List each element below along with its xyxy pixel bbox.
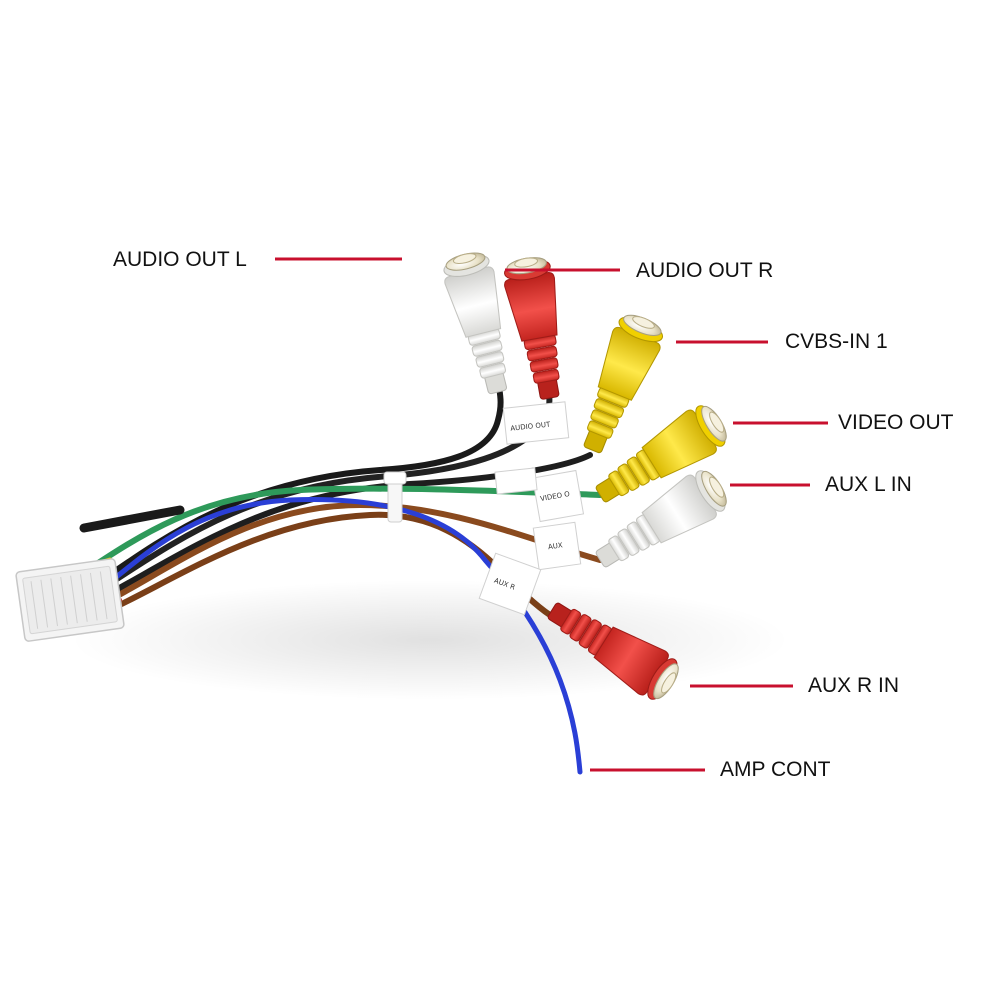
plug-cvbs-in-1 xyxy=(568,308,669,460)
wire-tag-aux-r: AUX R xyxy=(478,552,542,616)
blue-wire-amp xyxy=(87,497,583,775)
label-amp-cont: AMP CONT xyxy=(720,758,831,781)
label-cvbs-in-1: CVBS-IN 1 xyxy=(785,330,888,353)
zip-tie xyxy=(383,471,407,523)
label-audio-out-l: AUDIO OUT L xyxy=(113,248,247,271)
plug-audio-out-r xyxy=(500,253,576,403)
wire-tag-video-out: VIDEO O xyxy=(531,469,585,523)
shadow xyxy=(70,580,790,700)
leader-lines xyxy=(275,257,828,772)
multi-pin-connector xyxy=(15,558,125,642)
wire-tag-small xyxy=(494,467,538,495)
tag-aux-text: AUX xyxy=(548,541,564,551)
wire-tag-audio-out: AUDIO OUT xyxy=(502,401,570,445)
label-video-out: VIDEO OUT xyxy=(838,411,954,434)
label-audio-out-r: AUDIO OUT R xyxy=(636,259,774,282)
label-aux-r-in: AUX R IN xyxy=(808,674,900,697)
label-aux-l-in: AUX L IN xyxy=(825,473,912,496)
wire-tag-aux: AUX xyxy=(532,521,582,571)
brown-wire-aux-l xyxy=(97,501,603,608)
